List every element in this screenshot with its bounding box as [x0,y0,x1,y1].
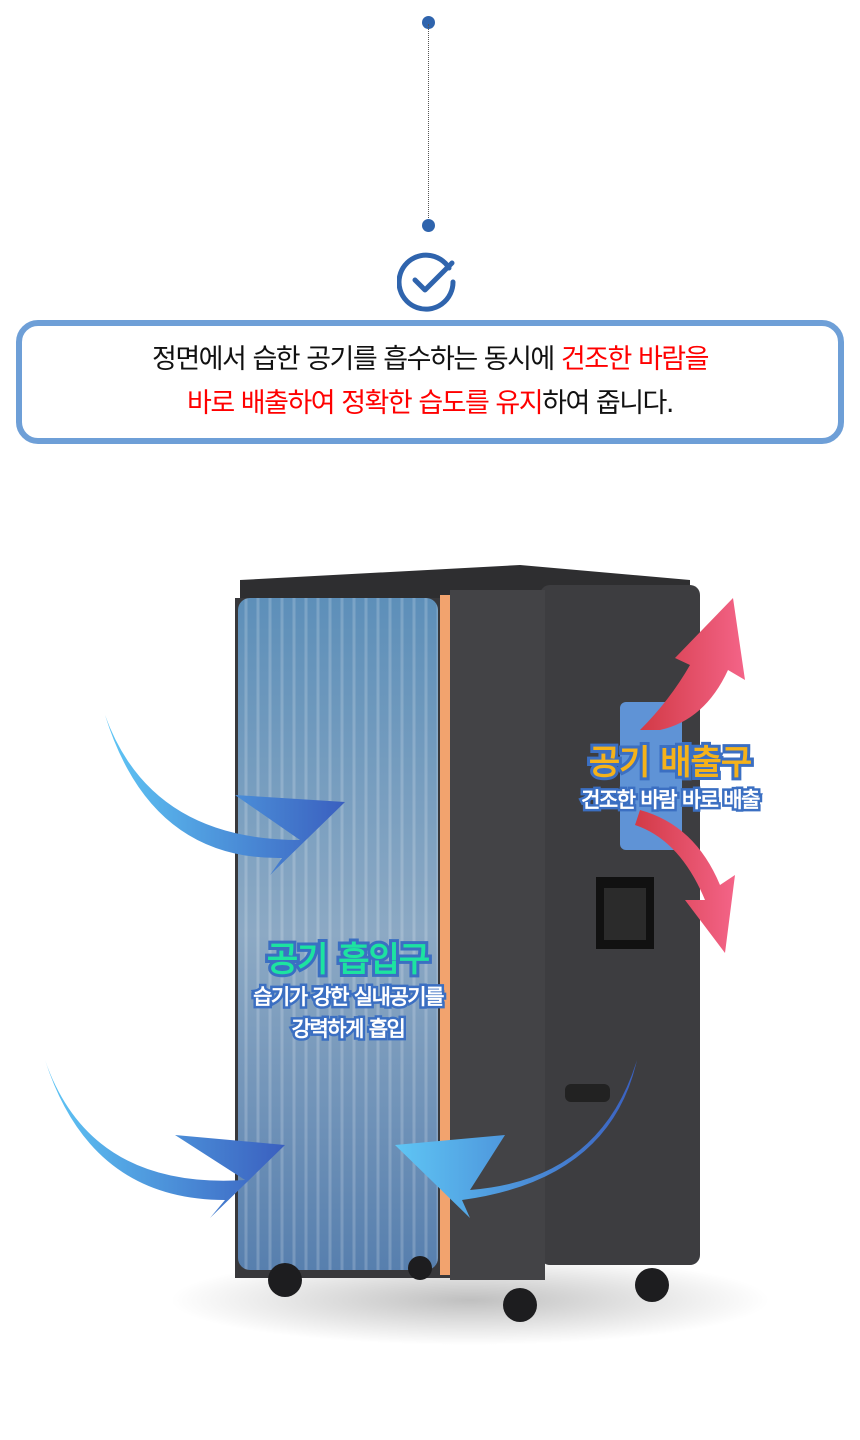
intake-arrow-top-left [105,715,345,875]
description-text: 하여 줍니다. [542,388,674,419]
exhaust-label: 공기 배출구 건조한 바람 바로 배출 [560,735,780,816]
exhaust-arrows [635,598,745,953]
drain-port [565,1084,610,1102]
intake-arrow-bottom-right [395,1060,637,1218]
description-text: 정면에서 습한 공기를 흡수하는 동시에 [152,344,561,375]
exhaust-title: 공기 배출구 [586,740,755,786]
exhaust-arrow-down [635,810,735,953]
intake-title: 공기 흡입구 [264,937,433,983]
description-highlight: 건조한 바람을 [560,344,710,375]
timeline-dot-top [422,16,435,29]
intake-subtitle-line-2: 강력하게 흡입 [289,1015,408,1044]
intake-label: 공기 흡입구 습기가 강한 실내공기를 강력하게 흡입 [218,932,478,1045]
intake-subtitle-line-1: 습기가 강한 실내공기를 [251,983,447,1012]
intake-arrows [45,715,637,1218]
timeline-dot-bottom [422,219,435,232]
dehumidifier-illustration [45,565,770,1345]
wheels [268,1256,669,1322]
check-circle-icon [397,252,456,312]
exhaust-arrow-up [640,598,745,730]
description-line-1: 정면에서 습한 공기를 흡수하는 동시에 건조한 바람을 [152,338,710,382]
description-line-2: 바로 배출하여 정확한 습도를 유지하여 줍니다. [187,382,674,426]
exhaust-subtitle: 건조한 바람 바로 배출 [579,786,763,815]
timeline-dotted-line [428,24,429,224]
intake-arrow-bottom-left [45,1060,285,1218]
description-box: 정면에서 습한 공기를 흡수하는 동시에 건조한 바람을 바로 배출하여 정확한… [16,320,844,444]
device-body [235,565,700,1322]
orange-trim [440,595,450,1275]
description-highlight: 바로 배출하여 정확한 습도를 유지 [187,388,544,419]
exhaust-vent [620,702,682,850]
